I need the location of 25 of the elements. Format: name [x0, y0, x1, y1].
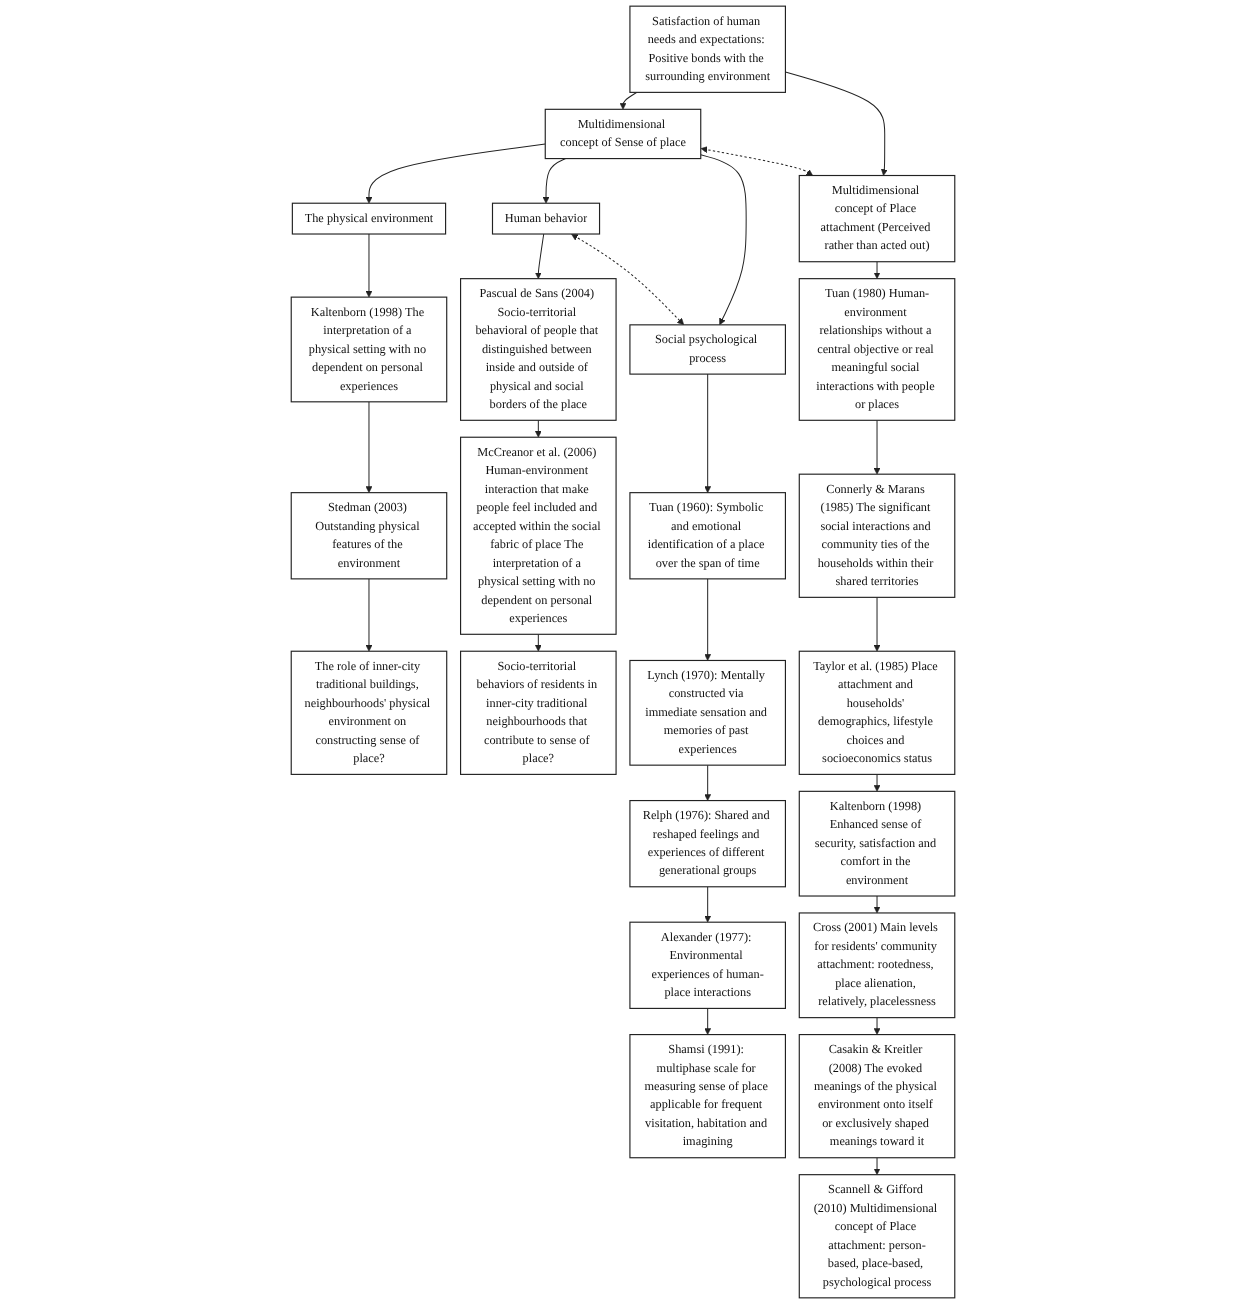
arrow [873, 261, 881, 279]
arrow [619, 91, 638, 110]
arrow [784, 71, 888, 176]
arrow [873, 596, 881, 652]
arrow [704, 1007, 712, 1035]
arrow [542, 158, 567, 204]
arrow [571, 233, 685, 326]
arrow [873, 1017, 881, 1035]
arrow [534, 419, 542, 438]
arrow [873, 419, 881, 475]
arrow [704, 764, 712, 801]
arrow [704, 373, 712, 493]
arrow [704, 578, 712, 661]
arrow [365, 233, 373, 298]
arrow [365, 578, 373, 652]
arrow [873, 1157, 881, 1175]
arrow [700, 146, 813, 176]
arrow [365, 143, 546, 204]
arrow [534, 633, 542, 652]
arrow [700, 154, 747, 326]
arrow [873, 895, 881, 914]
arrow [365, 401, 373, 493]
arrow [873, 773, 881, 792]
arrow [534, 233, 545, 279]
arrow [704, 886, 712, 923]
